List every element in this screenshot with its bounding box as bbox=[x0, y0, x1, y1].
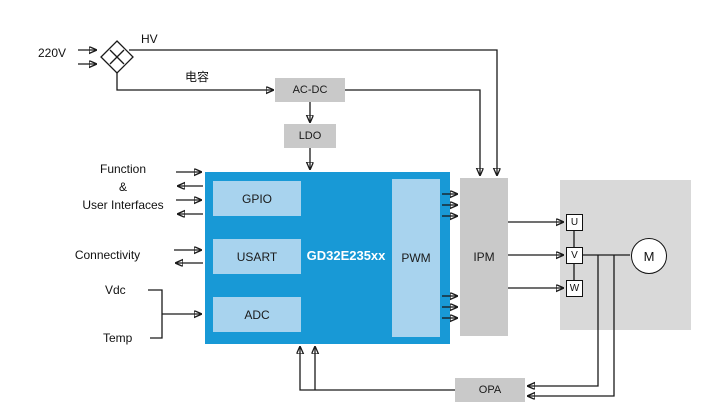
opa-label: OPA bbox=[478, 384, 502, 396]
connectivity-label: Connectivity bbox=[74, 248, 141, 262]
motor-symbol: M bbox=[631, 238, 667, 274]
function-label-line3: User Interfaces bbox=[82, 198, 164, 212]
capacitor-label: 电容 bbox=[185, 70, 210, 84]
bridge-rectifier-icon bbox=[100, 40, 134, 74]
phase-w-label: W bbox=[569, 283, 580, 294]
phase-w-box: W bbox=[566, 280, 583, 297]
acdc-block: AC-DC bbox=[275, 78, 345, 102]
function-label-line1: Function bbox=[99, 162, 147, 176]
opa-block: OPA bbox=[455, 378, 525, 402]
function-label-line2: & bbox=[118, 180, 127, 194]
ipm-label: IPM bbox=[473, 250, 495, 264]
phase-v-box: V bbox=[566, 247, 583, 264]
adc-label: ADC bbox=[244, 307, 270, 322]
ldo-label: LDO bbox=[298, 130, 322, 142]
phase-u-label: U bbox=[570, 217, 579, 228]
gpio-label: GPIO bbox=[241, 191, 272, 206]
usart-label: USART bbox=[236, 249, 278, 264]
phase-u-box: U bbox=[566, 214, 583, 231]
phase-v-label: V bbox=[571, 250, 578, 261]
vdc-label: Vdc bbox=[105, 283, 126, 297]
motor-label: M bbox=[643, 248, 655, 264]
mains-voltage-label: 220V bbox=[38, 46, 67, 60]
pwm-block: PWM bbox=[392, 179, 440, 337]
ldo-block: LDO bbox=[284, 124, 336, 148]
mcu-name-label: GD32E235xx bbox=[306, 248, 386, 263]
gpio-block: GPIO bbox=[213, 181, 301, 216]
ipm-block: IPM bbox=[460, 178, 508, 336]
temp-label: Temp bbox=[103, 331, 133, 345]
acdc-label: AC-DC bbox=[292, 84, 328, 96]
adc-block: ADC bbox=[213, 297, 301, 332]
usart-block: USART bbox=[213, 239, 301, 274]
pwm-label: PWM bbox=[401, 251, 431, 265]
hv-label: HV bbox=[141, 32, 158, 46]
